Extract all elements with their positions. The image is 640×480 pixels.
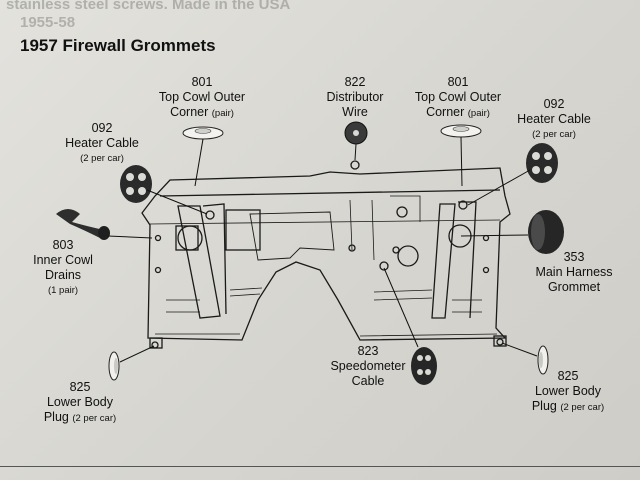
- qty-note: (2 per car): [80, 153, 124, 164]
- label-803: 803 Inner Cowl Drains (1 pair): [28, 238, 98, 298]
- part-number: 092: [543, 97, 565, 111]
- leader-801-left: [194, 138, 204, 187]
- grommet-092-left: [120, 165, 152, 203]
- grommet-801-left: [182, 126, 224, 140]
- part-name-text: Corner: [426, 105, 465, 119]
- label-823: 823 Speedometer Cable: [322, 344, 414, 389]
- leader-lines: [107, 136, 538, 363]
- part-number: 801: [447, 75, 469, 89]
- ghost-line-1: stainless steel screws. Made in the USA: [6, 0, 291, 13]
- grommet-353: [528, 210, 564, 254]
- firewall-outline: [141, 160, 511, 349]
- part-name: Heater Cable: [517, 112, 591, 126]
- leader-825-left: [119, 345, 155, 363]
- part-name-line2: Cable: [351, 374, 385, 388]
- label-825-right: 825 Lower Body Plug (2 per car): [520, 369, 616, 415]
- label-092-right: 092 Heater Cable (2 per car): [512, 97, 596, 142]
- part-name-line2: Corner (pair): [406, 105, 510, 121]
- qty-note: (pair): [467, 108, 490, 119]
- grommet-823: [411, 347, 437, 385]
- part-name-text: Plug: [43, 410, 69, 424]
- part-number: 092: [91, 121, 113, 135]
- part-number: 822: [344, 75, 366, 89]
- grommet-822: [344, 121, 368, 145]
- part-name: Inner Cowl: [33, 253, 93, 267]
- qty-note: (1 pair): [47, 285, 79, 296]
- bottom-divider: [0, 466, 640, 467]
- leader-803: [107, 235, 153, 239]
- qty-note: (2 per car): [72, 413, 117, 424]
- part-name-text: Corner: [170, 105, 209, 119]
- part-name: Distributor: [326, 90, 384, 104]
- grommet-803: [56, 209, 110, 240]
- part-name-line2: Corner (pair): [150, 105, 254, 121]
- part-name: Lower Body: [534, 384, 601, 398]
- qty-note: (2 per car): [560, 402, 605, 413]
- leader-822: [354, 143, 357, 161]
- part-number: 801: [191, 75, 213, 89]
- part-name: Top Cowl Outer: [158, 90, 246, 104]
- label-822: 822 Distributor Wire: [322, 75, 388, 120]
- leader-825-right: [501, 342, 538, 357]
- part-number: 803: [52, 238, 74, 252]
- leader-092-left: [146, 189, 208, 215]
- part-name-line2: Plug (2 per car): [520, 399, 616, 415]
- leader-353: [460, 234, 529, 237]
- label-801-left: 801 Top Cowl Outer Corner (pair): [150, 75, 254, 121]
- part-name-line2: Grommet: [547, 280, 601, 294]
- label-801-right: 801 Top Cowl Outer Corner (pair): [406, 75, 510, 121]
- ghost-line-2: 1955-58: [20, 14, 76, 31]
- qty-note: (2 per car): [532, 129, 576, 140]
- leader-092-right: [467, 169, 531, 206]
- part-name: Lower Body: [46, 395, 113, 409]
- part-name: Heater Cable: [65, 136, 139, 150]
- part-name-line2: Wire: [342, 105, 368, 119]
- part-name-text: Plug: [531, 399, 557, 413]
- page-title: 1957 Firewall Grommets: [20, 36, 216, 55]
- part-name-line2: Drains: [44, 268, 82, 282]
- label-825-left: 825 Lower Body Plug (2 per car): [34, 380, 126, 426]
- part-number: 353: [563, 250, 585, 264]
- grommet-825-left: [108, 351, 120, 381]
- grommet-825-right: [537, 345, 549, 375]
- part-number: 825: [557, 369, 579, 383]
- faded-previous-text: stainless steel screws. Made in the USA …: [0, 0, 640, 56]
- part-number: 823: [357, 344, 379, 358]
- leader-801-right: [460, 136, 463, 187]
- part-name: Speedometer: [330, 359, 406, 373]
- part-number: 825: [69, 380, 91, 394]
- label-092-left: 092 Heater Cable (2 per car): [60, 121, 144, 166]
- part-name-line2: Plug (2 per car): [34, 410, 126, 426]
- part-name: Main Harness: [535, 265, 613, 279]
- grommet-092-right: [526, 143, 558, 183]
- part-name: Top Cowl Outer: [414, 90, 502, 104]
- label-353: 353 Main Harness Grommet: [526, 250, 622, 295]
- grommet-801-right: [440, 124, 482, 138]
- qty-note: (pair): [211, 108, 234, 119]
- leader-823: [383, 267, 419, 348]
